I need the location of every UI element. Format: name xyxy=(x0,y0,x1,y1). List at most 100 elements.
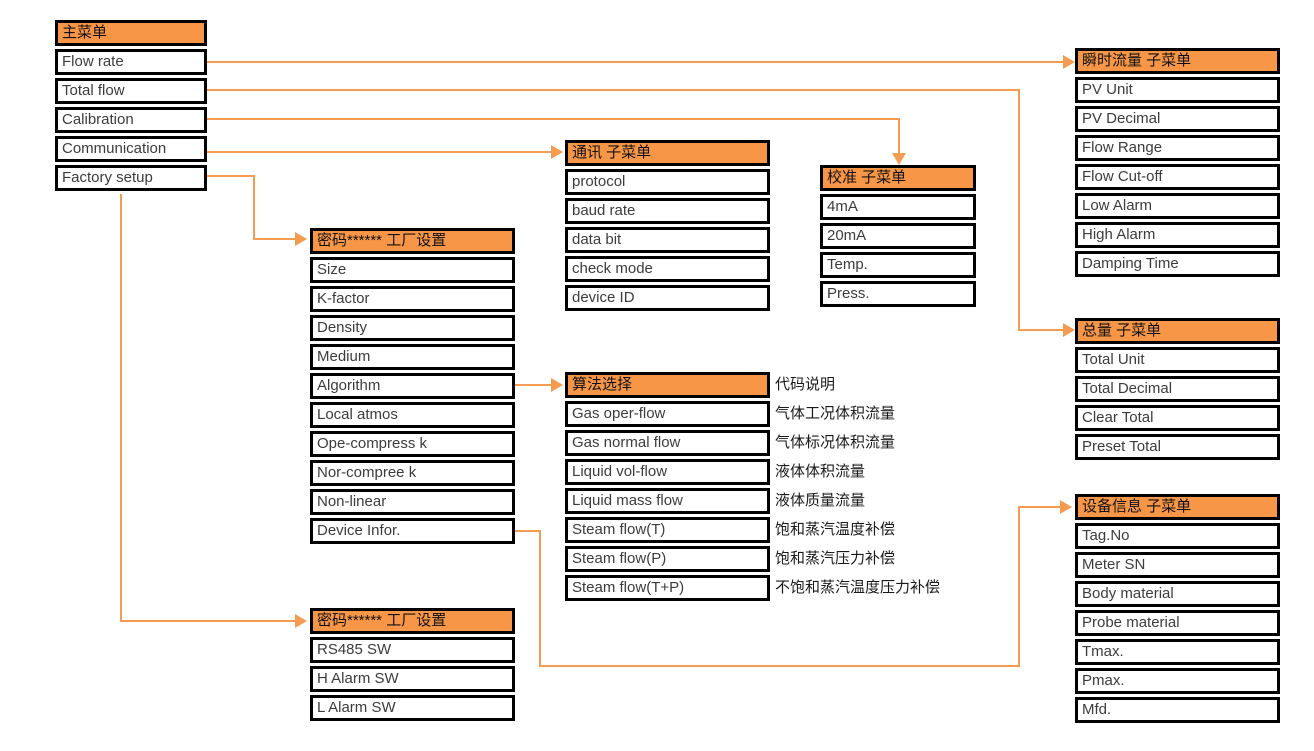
desc-steam-flow-tp: 不饱和蒸汽温度压力补偿 xyxy=(775,579,941,596)
main-menu-header: 主菜单 xyxy=(55,20,207,46)
menu-item-device-id: device ID xyxy=(565,285,770,311)
desc-gas-oper-flow: 气体工况体积流量 xyxy=(775,405,896,422)
menu-item-probe-material: Probe material xyxy=(1075,610,1280,636)
menu-item-flow-cut-off: Flow Cut-off xyxy=(1075,164,1280,190)
desc-liquid-vol-flow: 液体体积流量 xyxy=(775,463,866,480)
flow-rate-submenu-header: 瞬时流量 子菜单 xyxy=(1075,48,1280,74)
menu-item-preset-total: Preset Total xyxy=(1075,434,1280,460)
connector-total-flow-h1 xyxy=(207,89,1020,91)
desc-liquid-mass-flow: 液体质量流量 xyxy=(775,492,866,509)
factory-setup-submenu2-box: 密码****** 工厂设置 RS485 SW H Alarm SW L Alar… xyxy=(310,608,515,721)
algorithm-submenu-box: 算法选择 Gas oper-flow Gas normal flow Liqui… xyxy=(565,372,770,601)
menu-item-density: Density xyxy=(310,315,515,341)
connector-flow-rate xyxy=(207,61,1063,63)
menu-item-flow-range: Flow Range xyxy=(1075,135,1280,161)
flow-rate-submenu-box: 瞬时流量 子菜单 PV Unit PV Decimal Flow Range F… xyxy=(1075,48,1280,277)
factory-setup-submenu-header: 密码****** 工厂设置 xyxy=(310,228,515,254)
menu-item-gas-normal-flow: Gas normal flow xyxy=(565,430,770,456)
desc-title: 代码说明 xyxy=(775,376,836,393)
connector-calibration-v xyxy=(898,118,900,154)
connector-factory2-h xyxy=(120,620,296,622)
desc-gas-normal-flow: 气体标况体积流量 xyxy=(775,434,896,451)
menu-item-ope-compress-k: Ope-compress k xyxy=(310,431,515,457)
menu-item-high-alarm: High Alarm xyxy=(1075,222,1280,248)
menu-item-non-linear: Non-linear xyxy=(310,489,515,515)
menu-item-tag-no: Tag.No xyxy=(1075,523,1280,549)
menu-item-pmax: Pmax. xyxy=(1075,668,1280,694)
connector-factory-h1 xyxy=(207,175,255,177)
menu-item-4ma: 4mA xyxy=(820,194,976,220)
device-info-submenu-box: 设备信息 子菜单 Tag.No Meter SN Body material P… xyxy=(1075,494,1280,723)
arrowhead-algorithm xyxy=(551,378,563,392)
connector-total-flow-v xyxy=(1018,89,1020,330)
arrowhead-factory xyxy=(295,232,307,246)
menu-item-calibration: Calibration xyxy=(55,107,207,133)
connector-total-flow-h2 xyxy=(1018,329,1063,331)
connector-device-info-v1 xyxy=(539,530,541,667)
menu-item-steam-flow-t: Steam flow(T) xyxy=(565,517,770,543)
menu-item-pv-unit: PV Unit xyxy=(1075,77,1280,103)
total-flow-submenu-header: 总量 子菜单 xyxy=(1075,318,1280,344)
menu-item-damping-time: Damping Time xyxy=(1075,251,1280,277)
menu-item-algorithm: Algorithm xyxy=(310,373,515,399)
connector-device-info-h2 xyxy=(539,665,1020,667)
menu-item-rs485-sw: RS485 SW xyxy=(310,637,515,663)
menu-item-nor-compree-k: Nor-compree k xyxy=(310,460,515,486)
calibration-submenu-header: 校准 子菜单 xyxy=(820,165,976,191)
menu-item-steam-flow-p: Steam flow(P) xyxy=(565,546,770,572)
menu-item-steam-flow-tp: Steam flow(T+P) xyxy=(565,575,770,601)
menu-item-mfd: Mfd. xyxy=(1075,697,1280,723)
arrowhead-flow-rate xyxy=(1063,55,1075,69)
connector-factory-v xyxy=(253,175,255,240)
menu-item-check-mode: check mode xyxy=(565,256,770,282)
communication-submenu-box: 通讯 子菜单 protocol baud rate data bit check… xyxy=(565,140,770,311)
arrowhead-total-flow xyxy=(1063,323,1075,337)
connector-algorithm xyxy=(515,384,551,386)
menu-item-temp: Temp. xyxy=(820,252,976,278)
menu-item-total-decimal: Total Decimal xyxy=(1075,376,1280,402)
algorithm-submenu-header: 算法选择 xyxy=(565,372,770,398)
menu-item-tmax: Tmax. xyxy=(1075,639,1280,665)
menu-item-gas-oper-flow: Gas oper-flow xyxy=(565,401,770,427)
connector-device-info-h3 xyxy=(1018,506,1060,508)
menu-item-data-bit: data bit xyxy=(565,227,770,253)
desc-steam-flow-t: 饱和蒸汽温度补偿 xyxy=(775,521,896,538)
menu-item-h-alarm-sw: H Alarm SW xyxy=(310,666,515,692)
menu-item-flow-rate: Flow rate xyxy=(55,49,207,75)
menu-item-meter-sn: Meter SN xyxy=(1075,552,1280,578)
arrowhead-calibration xyxy=(892,153,906,165)
arrowhead-device-info xyxy=(1060,500,1072,514)
menu-item-body-material: Body material xyxy=(1075,581,1280,607)
arrowhead-communication xyxy=(551,145,563,159)
connector-factory2-v xyxy=(120,194,122,622)
menu-item-medium: Medium xyxy=(310,344,515,370)
menu-item-total-unit: Total Unit xyxy=(1075,347,1280,373)
menu-item-size: Size xyxy=(310,257,515,283)
total-flow-submenu-box: 总量 子菜单 Total Unit Total Decimal Clear To… xyxy=(1075,318,1280,460)
connector-device-info-h1 xyxy=(515,530,541,532)
menu-item-liquid-mass-flow: Liquid mass flow xyxy=(565,488,770,514)
connector-device-info-v2 xyxy=(1018,506,1020,667)
algorithm-descriptions: 代码说明 气体工况体积流量 气体标况体积流量 液体体积流量 液体质量流量 饱和蒸… xyxy=(775,372,940,601)
factory-setup-submenu2-header: 密码****** 工厂设置 xyxy=(310,608,515,634)
menu-item-baud-rate: baud rate xyxy=(565,198,770,224)
communication-submenu-header: 通讯 子菜单 xyxy=(565,140,770,166)
desc-steam-flow-p: 饱和蒸汽压力补偿 xyxy=(775,550,896,567)
menu-item-device-infor: Device Infor. xyxy=(310,518,515,544)
menu-item-communication: Communication xyxy=(55,136,207,162)
menu-item-20ma: 20mA xyxy=(820,223,976,249)
menu-item-pv-decimal: PV Decimal xyxy=(1075,106,1280,132)
calibration-submenu-box: 校准 子菜单 4mA 20mA Temp. Press. xyxy=(820,165,976,307)
menu-item-total-flow: Total flow xyxy=(55,78,207,104)
connector-communication xyxy=(207,151,551,153)
menu-item-l-alarm-sw: L Alarm SW xyxy=(310,695,515,721)
main-menu-box: 主菜单 Flow rate Total flow Calibration Com… xyxy=(55,20,207,191)
factory-setup-submenu-box: 密码****** 工厂设置 Size K-factor Density Medi… xyxy=(310,228,515,544)
menu-item-k-factor: K-factor xyxy=(310,286,515,312)
menu-item-local-atmos: Local atmos xyxy=(310,402,515,428)
device-info-submenu-header: 设备信息 子菜单 xyxy=(1075,494,1280,520)
menu-item-low-alarm: Low Alarm xyxy=(1075,193,1280,219)
connector-calibration-h xyxy=(207,118,900,120)
menu-item-protocol: protocol xyxy=(565,169,770,195)
